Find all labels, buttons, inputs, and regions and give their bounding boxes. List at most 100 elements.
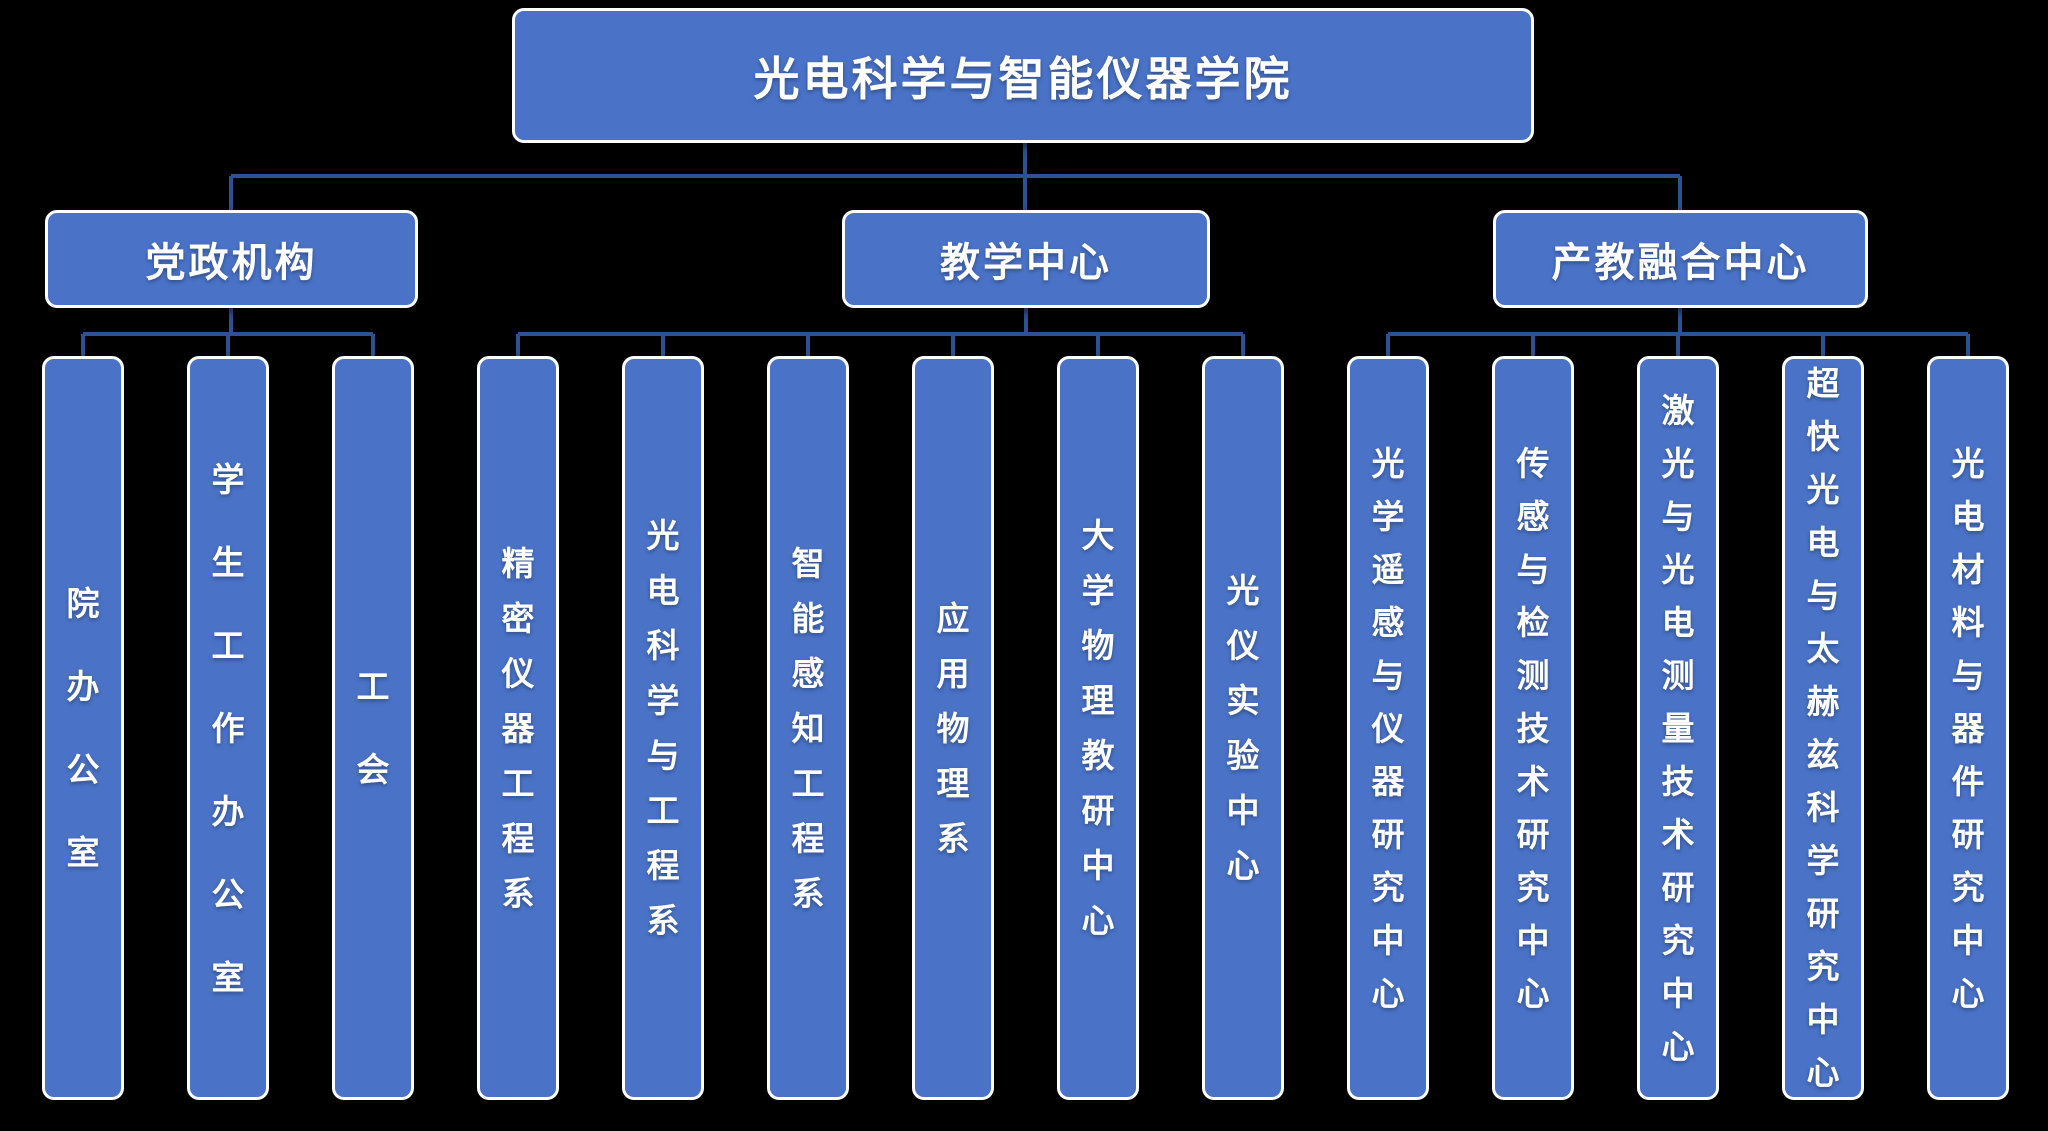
org-column-label-char: 与 xyxy=(646,737,680,774)
org-column-label-char: 研 xyxy=(1516,815,1550,853)
org-column-label-char: 科 xyxy=(1806,789,1840,826)
org-column: 传感与检测技术研究中心 xyxy=(1492,356,1574,1100)
connector-bus-sec0 xyxy=(81,308,375,358)
org-column-label-char: 密 xyxy=(501,599,535,637)
org-column-label-char: 中 xyxy=(1081,847,1115,884)
org-column-label-char: 究 xyxy=(1951,868,1985,906)
org-column-label-char: 与 xyxy=(1371,656,1405,694)
connector-bus-sec2 xyxy=(1386,308,1970,358)
org-column-label-char: 太 xyxy=(1806,630,1840,667)
connector-bus-sec1 xyxy=(516,308,1245,358)
org-column-label-char: 传 xyxy=(1516,444,1550,482)
org-column-label-char: 科 xyxy=(646,627,680,664)
org-column-label-char: 学 xyxy=(211,460,245,498)
org-column-label-char: 究 xyxy=(1371,868,1405,906)
org-column-label-char: 中 xyxy=(1371,921,1405,959)
org-column-label-char: 仪 xyxy=(1371,709,1405,747)
org-column-label-char: 中 xyxy=(1806,1001,1840,1038)
org-column-label-char: 室 xyxy=(66,834,100,871)
org-column-label-char: 器 xyxy=(1951,709,1985,747)
org-column-label-char: 用 xyxy=(936,654,970,692)
org-column-label-char: 大 xyxy=(1081,517,1115,554)
org-column-label-char: 心 xyxy=(1661,1027,1695,1065)
org-column-label-char: 料 xyxy=(1951,603,1985,641)
org-column-label-char: 仪 xyxy=(501,654,535,692)
connector-root-bus xyxy=(229,143,1682,212)
org-column: 学生工作办公室 xyxy=(187,356,269,1100)
org-column-label-char: 与 xyxy=(1661,497,1695,535)
org-column-label-char: 工 xyxy=(791,764,825,802)
org-column-label-char: 感 xyxy=(1371,603,1405,641)
org-column-label-char: 器 xyxy=(1371,762,1405,800)
org-column-label-char: 理 xyxy=(936,764,970,802)
org-column-label-char: 量 xyxy=(1661,709,1695,747)
org-column-label-char: 精 xyxy=(501,544,535,582)
org-column-label-char: 学 xyxy=(646,682,680,719)
org-column-label-char: 工 xyxy=(646,792,680,829)
org-column-label-char: 应 xyxy=(936,599,970,637)
org-column-label-char: 术 xyxy=(1661,815,1695,853)
org-column-label-char: 技 xyxy=(1661,762,1695,800)
org-column-label-char: 智 xyxy=(791,544,825,582)
org-column-label-char: 系 xyxy=(791,874,825,912)
org-column-label-char: 学 xyxy=(1081,572,1115,609)
org-column-label-char: 材 xyxy=(1951,550,1985,588)
org-column-label-char: 物 xyxy=(1081,627,1115,664)
org-column: 光电科学与工程系 xyxy=(622,356,704,1100)
org-column-label-char: 学 xyxy=(1806,842,1840,879)
org-column-label-char: 检 xyxy=(1516,603,1550,641)
org-column-label-char: 能 xyxy=(791,599,825,637)
org-column-label-char: 心 xyxy=(1226,847,1260,884)
org-column-label-char: 光 xyxy=(646,517,680,554)
org-column-label-char: 光 xyxy=(1951,444,1985,482)
org-column-label-char: 兹 xyxy=(1806,736,1840,773)
org-column-label-char: 激 xyxy=(1661,391,1695,429)
org-column-label-char: 与 xyxy=(1806,577,1840,614)
org-column-label-char: 心 xyxy=(1516,974,1550,1012)
org-column: 应用物理系 xyxy=(912,356,994,1100)
org-column-label-char: 光 xyxy=(1226,572,1260,609)
org-column-label-char: 院 xyxy=(66,585,100,622)
org-column-label-char: 感 xyxy=(1516,497,1550,535)
root-node-label: 光电科学与智能仪器学院 xyxy=(753,52,1293,105)
org-column-label-char: 程 xyxy=(646,847,680,884)
org-column-label-char: 实 xyxy=(1226,682,1260,719)
org-column-label-char: 工 xyxy=(356,668,390,705)
org-column-label-char: 测 xyxy=(1661,656,1695,694)
org-column-label-char: 感 xyxy=(791,654,825,692)
org-column-label-char: 心 xyxy=(1081,902,1115,939)
org-column-label-char: 心 xyxy=(1371,974,1405,1012)
org-column-label-char: 程 xyxy=(791,819,825,857)
section-node-teaching-center: 教学中心 xyxy=(842,210,1210,308)
org-column-label-char: 心 xyxy=(1806,1054,1840,1091)
org-column-label-char: 工 xyxy=(501,764,535,802)
org-column-label-char: 赫 xyxy=(1806,683,1840,720)
org-column-label-char: 作 xyxy=(211,709,245,747)
org-column: 大学物理教研中心 xyxy=(1057,356,1139,1100)
org-column-label-char: 公 xyxy=(211,875,245,913)
org-column-label-char: 器 xyxy=(501,709,535,747)
section-node-industry-education-center: 产教融合中心 xyxy=(1493,210,1868,308)
org-column: 精密仪器工程系 xyxy=(477,356,559,1100)
section-node-label: 教学中心 xyxy=(940,241,1112,285)
org-column-label-char: 电 xyxy=(1661,603,1695,641)
org-column-label-char: 件 xyxy=(1951,762,1985,800)
org-column-label-char: 遥 xyxy=(1371,550,1405,588)
org-column-label-char: 中 xyxy=(1951,921,1985,959)
org-column-label-char: 技 xyxy=(1516,709,1550,747)
org-column-label-char: 中 xyxy=(1516,921,1550,959)
org-column-label-char: 知 xyxy=(791,709,825,747)
org-column-label-char: 中 xyxy=(1661,974,1695,1012)
org-column-label-char: 超 xyxy=(1806,365,1840,402)
org-column-label-char: 系 xyxy=(936,819,970,857)
org-column: 激光与光电测量技术研究中心 xyxy=(1637,356,1719,1100)
org-column-label-char: 究 xyxy=(1661,921,1695,959)
org-column-label-char: 办 xyxy=(211,792,245,830)
org-column-label-char: 研 xyxy=(1081,792,1115,829)
org-column-label-char: 学 xyxy=(1371,497,1405,535)
org-column-label-char: 公 xyxy=(66,751,100,788)
org-column-label-char: 究 xyxy=(1516,868,1550,906)
org-column: 光仪实验中心 xyxy=(1202,356,1284,1100)
org-column-label-char: 工 xyxy=(211,626,245,664)
